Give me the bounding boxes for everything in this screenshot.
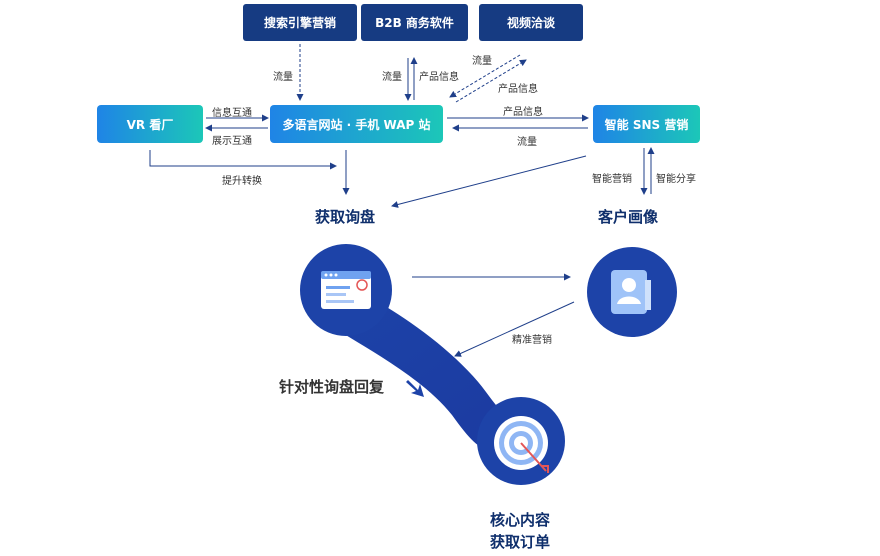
label-boost-conversion: 提升转换: [222, 176, 262, 187]
arrow-video-to-site: [449, 54, 521, 98]
stage-customer-profile: 客户画像: [598, 208, 659, 226]
label-traffic-video: 流量: [472, 56, 492, 67]
stage-get-inquiry: 获取询盘: [315, 208, 376, 226]
funnel-band: [318, 302, 536, 452]
arrow-site-to-video: [455, 59, 527, 103]
stage-targeted-reply: 针对性询盘回复: [279, 378, 385, 396]
video-chat-label: 视频洽谈: [506, 16, 555, 30]
b2b-software-node: B2B 商务软件: [361, 4, 468, 41]
label-traffic-sns: 流量: [517, 137, 537, 148]
reply-arrow-icon: [406, 380, 424, 397]
label-precise-marketing: 精准营销: [512, 335, 552, 346]
multilang-site-node: 多语言网站 · 手机 WAP 站: [270, 105, 443, 143]
label-display-exchange: 展示互通: [212, 136, 252, 147]
label-product-info-sns: 产品信息: [503, 107, 543, 118]
contact-card-icon: [611, 270, 651, 314]
label-smart-marketing: 智能营销: [592, 174, 632, 185]
stage-core-line2: 获取订单: [489, 533, 550, 551]
vr-factory-label: VR 看厂: [126, 117, 174, 132]
arrow-profile-to-funnel: [454, 301, 575, 357]
arrow-vr-to-inquiry: [149, 150, 337, 170]
target-icon: [494, 416, 549, 473]
search-marketing-node: 搜索引擎营销: [243, 4, 357, 41]
b2b-software-label: B2B 商务软件: [375, 16, 454, 30]
label-info-exchange: 信息互通: [212, 108, 252, 119]
video-chat-node: 视频洽谈: [479, 4, 583, 41]
vr-factory-node: VR 看厂: [97, 105, 203, 143]
browser-icon: [321, 271, 371, 309]
label-traffic-b2b: 流量: [382, 72, 402, 83]
label-smart-share: 智能分享: [656, 174, 696, 185]
smart-sns-node: 智能 SNS 营销: [593, 105, 700, 143]
search-marketing-label: 搜索引擎营销: [263, 16, 336, 30]
label-product-info-b2b: 产品信息: [419, 72, 459, 83]
stage-core-content: 核心内容 获取订单: [470, 509, 570, 553]
arrow-sns-to-inquiry: [391, 155, 587, 208]
multilang-site-label: 多语言网站 · 手机 WAP 站: [282, 117, 431, 132]
smart-sns-label: 智能 SNS 营销: [604, 117, 689, 132]
label-traffic-search: 流量: [273, 72, 293, 83]
label-product-info-video: 产品信息: [498, 84, 538, 95]
stage-core-line1: 核心内容: [489, 511, 550, 529]
